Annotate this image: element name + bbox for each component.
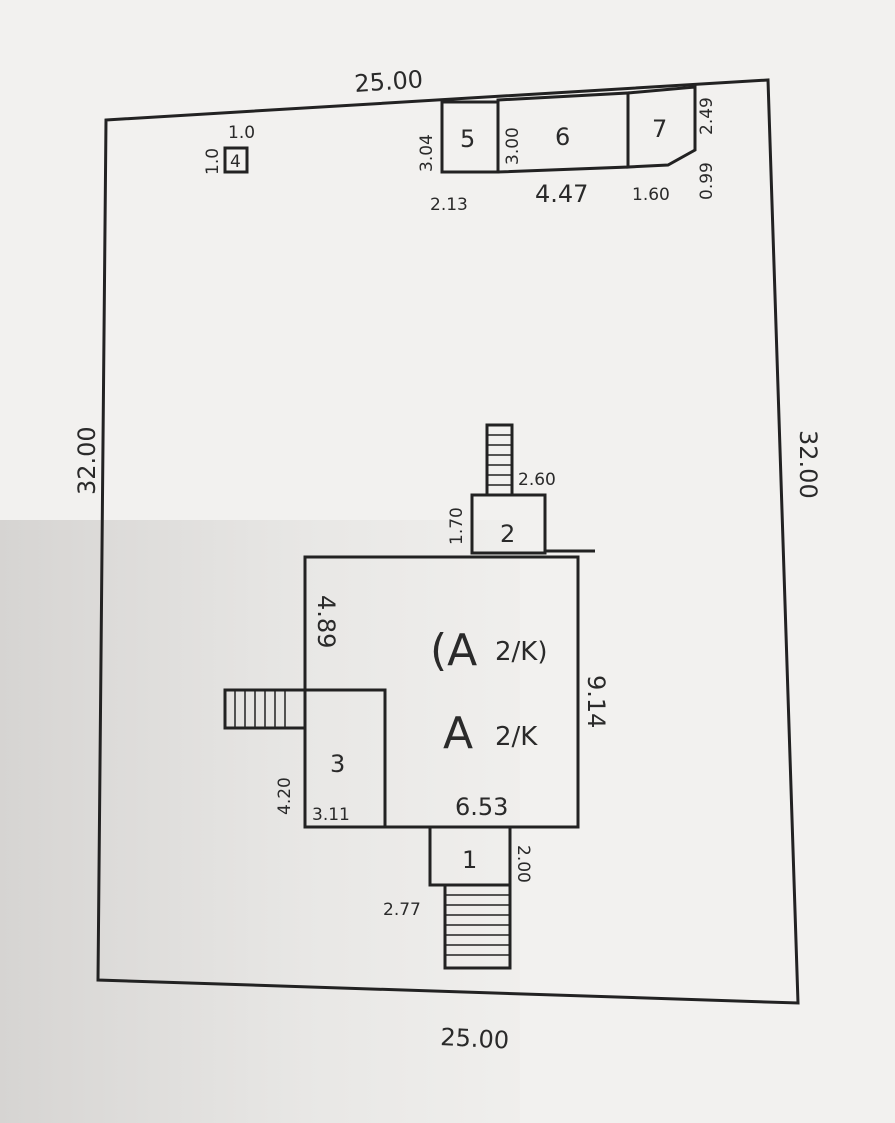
building-7 (626, 85, 697, 169)
building-1-depth: 2.00 (513, 845, 533, 883)
building-1-width: 2.77 (383, 900, 421, 920)
house-depth-dim: 9.14 (582, 675, 610, 728)
building-4-depth: 1.0 (203, 148, 223, 175)
plot-right-dimension: 32.00 (794, 430, 822, 499)
building-3-label: 3 (330, 750, 345, 778)
plot-top-dimension: 25.00 (353, 65, 424, 98)
building-2 (470, 493, 547, 555)
building-7-width: 1.60 (632, 185, 670, 205)
building-4-label: 4 (230, 152, 241, 172)
building-7-label: 7 (652, 115, 667, 143)
building-5-depth: 3.04 (417, 134, 437, 172)
building-2-depth: 1.70 (447, 507, 467, 545)
plot-boundary (96, 78, 800, 1005)
building-6-label: 6 (555, 123, 570, 151)
house-label-upper-frac: 2/K) (495, 637, 548, 667)
house-width-dim: 6.53 (455, 793, 508, 821)
building-4 (223, 146, 249, 174)
building-5-width: 2.13 (430, 195, 468, 215)
building-1 (428, 825, 512, 887)
plot-bottom-dimension: 25.00 (440, 1023, 510, 1055)
building-4-width: 1.0 (228, 123, 255, 143)
shadow (0, 520, 520, 1123)
plot-left-dimension: 32.00 (73, 426, 101, 495)
building-3-depth: 4.20 (275, 777, 295, 815)
building-1-label: 1 (462, 846, 477, 874)
house-height-dim: 4.89 (312, 595, 340, 648)
house-label-upper: (A (430, 625, 477, 676)
building-2-width: 2.60 (518, 470, 556, 490)
building-7-depth: 2.49 (697, 97, 717, 135)
building-6-depth: 3.00 (503, 127, 523, 165)
building-6-width: 4.47 (535, 180, 588, 208)
building-3 (303, 688, 387, 829)
building-3-width: 3.11 (312, 805, 350, 825)
house-label-lower-frac: 2/K (495, 722, 538, 752)
building-2-label: 2 (500, 520, 515, 548)
building-7-chamfer: 0.99 (697, 162, 717, 200)
house-label-lower: A (443, 708, 473, 759)
building-5-label: 5 (460, 125, 475, 153)
